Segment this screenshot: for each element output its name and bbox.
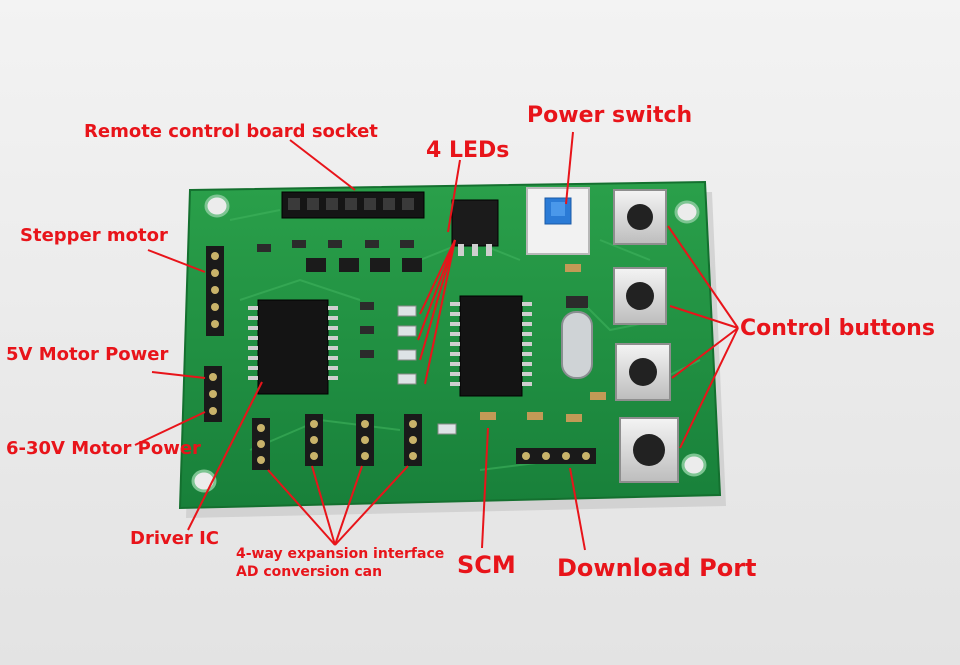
- resistors-row: [257, 240, 414, 358]
- label-download-port: Download Port: [557, 554, 757, 582]
- label-expansion-line1: 4-way expansion interface: [236, 546, 445, 562]
- label-scm: SCM: [457, 551, 516, 579]
- label-expansion-line2: AD conversion can: [236, 563, 383, 580]
- remote-socket-header: [281, 191, 425, 219]
- label-stepper-motor: Stepper motor: [20, 225, 168, 246]
- slide-switch-icon: [526, 187, 590, 255]
- led-icon: [397, 305, 457, 435]
- driver-ic-chip: [248, 299, 338, 395]
- push-button-icon: [613, 189, 679, 483]
- label-control-buttons: Control buttons: [740, 316, 935, 341]
- stepper-header: [206, 246, 224, 336]
- label-leds: 4 LEDs: [426, 138, 510, 163]
- label-driver-ic: Driver IC: [130, 528, 219, 549]
- crystal-icon: [561, 296, 593, 379]
- capacitors: [480, 264, 606, 422]
- download-header: [516, 448, 596, 464]
- motor-power-header: [204, 366, 222, 422]
- expansion-headers: [252, 414, 422, 470]
- label-6-30v-motor-power: 6-30V Motor Power: [6, 438, 201, 459]
- chip-icon: [450, 295, 532, 397]
- regulator-chip: [451, 199, 499, 256]
- label-5v-motor-power: 5V Motor Power: [6, 344, 169, 365]
- label-expansion-interface: 4-way expansion interface AD conversion …: [236, 546, 496, 581]
- label-remote-socket: Remote control board socket: [84, 121, 378, 142]
- annotation-lines: [134, 131, 739, 551]
- transistors: [306, 258, 422, 272]
- label-power-switch: Power switch: [527, 103, 693, 128]
